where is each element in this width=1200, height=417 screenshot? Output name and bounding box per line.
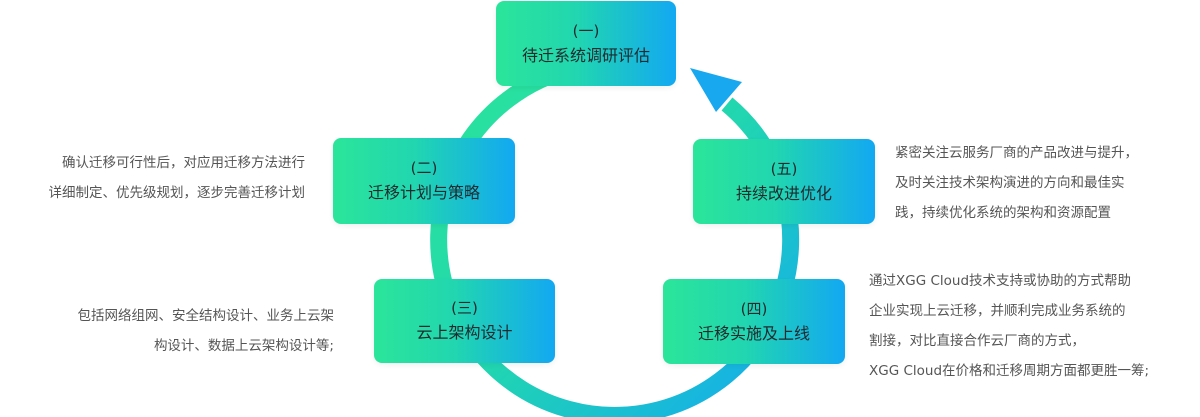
step-2-box: (二) 迁移计划与策略 [333,138,515,224]
note-line: 企业实现上云迁移，并顺利完成业务系统的 [869,303,1126,319]
note-line: 紧密关注云服务厂商的产品改进与提升， [895,145,1138,161]
step-2-title: 迁移计划与策略 [367,183,480,202]
note-line: 构设计、数据上云架构设计等; [153,338,334,354]
note-line: XGG Cloud在价格和迁移周期方面都更胜一筹; [869,363,1150,379]
note-line: 及时关注技术架构演进的方向和最佳实 [895,175,1125,191]
note-line: 割接，对比直接合作云厂商的方式， [869,333,1085,349]
step-1-number: (一) [572,21,600,40]
step-2-number: (二) [410,159,438,177]
step-5-number: (五) [770,159,798,178]
note-right-bottom: 通过XGG Cloud技术支持或协助的方式帮助 企业实现上云迁移，并顺利完成业务… [869,266,1149,386]
note-line: 通过XGG Cloud技术支持或协助的方式帮助 [869,273,1132,289]
step-5-box: (五) 持续改进优化 [693,139,875,224]
note-left-bottom: 包括网络组网、安全结构设计、业务上云架 构设计、数据上云架构设计等; [78,301,335,361]
step-4-number: (四) [740,299,768,318]
note-line: 包括网络组网、安全结构设计、业务上云架 [77,308,335,324]
step-5-title: 持续改进优化 [735,183,832,203]
step-1-title: 待迁系统调研评估 [521,45,650,65]
step-4-box: (四) 迁移实施及上线 [663,279,845,364]
step-1-box: (一) 待迁系统调研评估 [496,1,676,86]
note-line: 详细制定、优先级规划，逐步完善迁移计划 [48,185,306,201]
step-3-number: (三) [451,299,478,317]
step-4-title: 迁移实施及上线 [697,323,810,343]
note-line: 确认迁移可行性后，对应用迁移方法进行 [62,155,305,171]
note-left-top: 确认迁移可行性后，对应用迁移方法进行 详细制定、优先级规划，逐步完善迁移计划 [49,148,306,208]
note-right-top: 紧密关注云服务厂商的产品改进与提升， 及时关注技术架构演进的方向和最佳实 践，持… [895,138,1138,228]
step-3-title: 云上架构设计 [416,323,513,342]
cycle-arrowhead [690,68,742,112]
note-line: 践，持续优化系统的架构和资源配置 [895,205,1111,221]
step-3-box: (三) 云上架构设计 [374,279,555,363]
